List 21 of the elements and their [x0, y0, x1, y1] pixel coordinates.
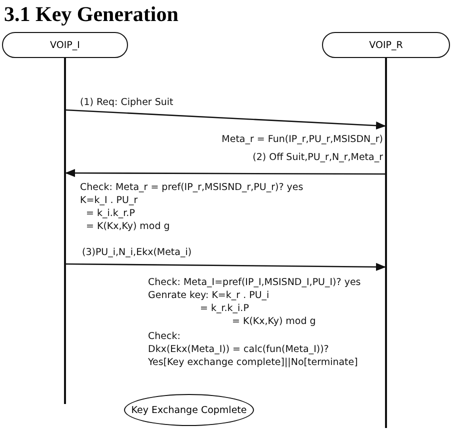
formula-text: Check: — [148, 331, 180, 342]
message-label: (2) Off Suit,PU_r,N_r,Meta_r — [252, 152, 383, 163]
formula-text: Check: Meta_r = pref(IP_r,MSISND_r,PU_r)? yes — [80, 182, 304, 193]
formula-text: Genrate key: K=k_r . PU_i — [148, 290, 270, 301]
message-arrow — [65, 169, 385, 178]
formula-text: Dkx(Ekx(Meta_I)) = calc(fun(Meta_I))? — [148, 344, 329, 355]
message-label: (1) Req: Cipher Suit — [80, 97, 174, 108]
formula-text: K=k_I . PU_r — [80, 195, 138, 206]
message-arrow — [66, 109, 386, 130]
message-arrow — [66, 262, 386, 271]
message-label: (3)PU_i,N_i,Ekx(Meta_i) — [82, 247, 192, 258]
formula-text: Meta_r = Fun(IP_r,PU_r,MSISDN_r) — [222, 134, 383, 145]
end-state-ellipse: Key Exchange Copmlete — [124, 394, 254, 426]
formula-text: Yes[Key exchange complete]||No[terminate] — [148, 357, 358, 368]
participant-box: VOIP_I — [2, 32, 128, 58]
formula-text: = K(Kx,Ky) mod g — [86, 221, 170, 232]
formula-text: = k_r.k_i.P — [200, 303, 249, 314]
formula-text: = k_i.k_r.P — [86, 208, 135, 219]
participant-box: VOIP_R — [322, 32, 450, 58]
section-heading: 3.1 Key Generation — [4, 2, 178, 27]
formula-text: Check: Meta_I=pref(IP_I,MSISND_I,PU_I)? yes — [148, 277, 361, 288]
